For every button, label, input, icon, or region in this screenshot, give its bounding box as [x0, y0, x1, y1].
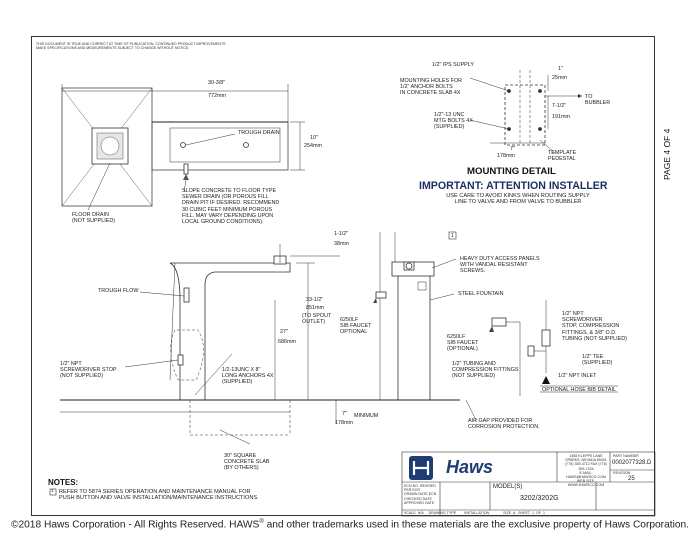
min-in: 7" [342, 411, 347, 417]
min-mm: 178mm [335, 420, 353, 426]
address-block: 1455 KLEPPE LANE SPARKS, NEVADA 89431 (7… [565, 454, 607, 488]
mid-in: 27" [280, 329, 288, 335]
scale-sheet-row: SCALE N/A DRAWING TYPE INSTALLATION SIZE… [404, 511, 545, 515]
part-number-label: PART NUMBER [613, 454, 639, 458]
template-pedestal-label: TEMPLATE PEDESTAL [548, 150, 577, 163]
copyright-footer: ©2018 Haws Corporation - All Rights Rese… [0, 519, 700, 530]
dim3-mm: 178mm [497, 153, 515, 159]
footer-suffix: and other trademarks used in these mater… [266, 519, 690, 531]
notes-num: 1 [51, 489, 54, 494]
notice-text: THIS DOCUMENT IS TRUE AND CORRECT AT TIM… [36, 42, 226, 51]
dim2-mm: 191mm [552, 114, 570, 120]
trough-flow-label: TROUGH FLOW [98, 288, 139, 294]
top-dim-in: 1-1/2" [334, 231, 349, 237]
footer-reg: ® [259, 519, 264, 525]
elevation-view [60, 244, 355, 445]
ips-supply-label: 1/2" IPS SUPPLY [432, 62, 474, 68]
slope-note: SLOPE CONCRETE TO FLOOR TYPE SEWER DRAIN… [182, 188, 280, 226]
floor-drain-label: FLOOR DRAIN (NOT SUPPLIED) [72, 212, 116, 225]
to-bubbler-label: TO BUBBLER [585, 94, 611, 107]
height-note: (TO SPOUT OUTLET) [302, 313, 332, 326]
hose-bib-title: OPTIONAL HOSE BIB DETAIL [542, 387, 616, 393]
airgap-label: AIR GAP PROVIDED FOR CORROSION PROTECTIO… [468, 418, 540, 431]
plan-width-in: 30-3/8" [208, 80, 226, 86]
dim2-in: 7-1/2" [552, 103, 567, 109]
hose-bib-lines [527, 300, 618, 393]
dim1-mm: 25mm [552, 75, 567, 81]
height-in: 33-1/2" [306, 297, 324, 303]
tee-label: 1/2" TEE (SUPPLIED) [582, 354, 613, 367]
height-mm: 851mm [306, 305, 324, 311]
dim1-in: 1" [558, 66, 563, 72]
mid-mm: 686mm [278, 339, 296, 345]
plan-depth-mm: 254mm [304, 143, 322, 149]
faucet2-label: 6250LF SIB FAUCET (OPTIONAL) [447, 334, 479, 353]
revision-label: REVISION [613, 471, 631, 475]
plan-width-mm: 772mm [208, 93, 226, 99]
dim3-in: 7" [510, 146, 515, 152]
mounting-detail-title: MOUNTING DETAIL [467, 166, 556, 177]
stop-note: 1/2" NPT SCREWDRIVER STOP (NOT SUPPLIED) [60, 361, 117, 380]
anchors-note: 1/2-13UNC X 8" LONG ANCHORS 4X (SUPPLIED… [222, 367, 274, 386]
brand-logo: Haws [446, 457, 494, 477]
notes-text: REFER TO 5874 SERIES OPERATION AND MAINT… [59, 489, 259, 502]
notes-title: NOTES: [48, 478, 79, 487]
steel-fountain-label: STEEL FOUNTAIN [458, 291, 504, 297]
faucet-label: 6250LF SIB FAUCET OPTIONAL [340, 317, 372, 336]
model-label: MODEL(S) [493, 484, 523, 490]
plan-depth-in: 10" [310, 135, 318, 141]
plan-view [61, 84, 305, 211]
minimum-label: MINIMUM [354, 413, 379, 419]
revision-value: 25 [628, 476, 635, 482]
note-ref-1: 1 [451, 233, 454, 239]
side-view [355, 232, 521, 421]
drawing-sheet [31, 36, 655, 516]
model-value: 3202/3202G [520, 495, 559, 502]
tubing-label: 1/2" TUBING AND COMPRESSION FITTINGS (NO… [452, 361, 519, 380]
footer-prefix: ©2018 Haws Corporation - All Rights Rese… [10, 519, 260, 531]
access-panels-label: HEAVY DUTY ACCESS PANELS WITH VANDAL RES… [460, 256, 540, 275]
mtg-bolts-label: 1/2"-13 UNC MTG BOLTS 4X (SUPPLIED) [434, 112, 473, 131]
top-dim-mm: 38mm [334, 241, 349, 247]
title-block-lines [401, 451, 656, 517]
mounting-detail-lines [469, 70, 582, 154]
mounting-holes-label: MOUNTING HOLES FOR 1/2" ANCHOR BOLTS IN … [400, 78, 462, 97]
npt-stop-label: 1/2" NPT SCREWDRIVER STOP, COMPRESSION F… [562, 311, 627, 342]
part-number: 0002077328.D [612, 460, 652, 466]
attention-title: IMPORTANT: ATTENTION INSTALLER [419, 180, 608, 192]
slab-note: 30" SQUARE CONCRETE SLAB (BY OTHERS) [224, 453, 270, 472]
npt-inlet-label: 1/2" NPT INLET [558, 373, 597, 379]
trough-drain-label: TROUGH DRAIN [238, 130, 280, 136]
attention-text: USE CARE TO AVOID KINKS WHEN ROUTING SUP… [446, 193, 590, 206]
approvals-block: ECN NO. REVISED PER ECR DRAWN DATE ECN C… [404, 484, 437, 505]
